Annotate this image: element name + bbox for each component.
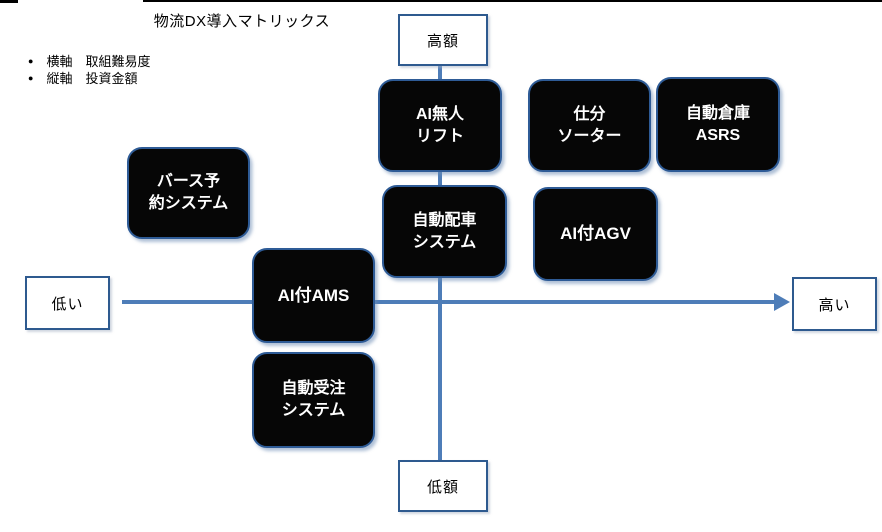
- matrix-node-berth-reservation-system: バース予 約システム: [127, 147, 250, 239]
- node-label-line: 仕分: [573, 105, 606, 123]
- matrix-node-auto-dispatch-system: 自動配車 システム: [382, 185, 507, 278]
- top-border-line: [143, 0, 882, 2]
- node-label-line: AI付AMS: [277, 285, 350, 305]
- node-label-line: 自動倉庫: [685, 104, 750, 122]
- bullet-icon: ●: [28, 55, 34, 66]
- axis-label-low-amount: 低額: [398, 460, 488, 512]
- node-label-line: ソーター: [557, 127, 622, 145]
- node-label-line: リフト: [415, 127, 464, 145]
- node-label-line: ASRS: [695, 126, 741, 144]
- legend: ● 横軸 取組難易度 ● 縦軸 投資金額: [28, 52, 150, 86]
- node-label-line: 自動配車: [412, 211, 477, 229]
- node-label-line: 約システム: [148, 195, 229, 212]
- matrix-node-ai-agv: AI付AGV: [533, 187, 658, 281]
- matrix-node-ai-ams: AI付AMS: [252, 248, 375, 343]
- matrix-node-auto-order-system: 自動受注 システム: [252, 352, 375, 448]
- axis-label-high-difficulty: 高い: [792, 277, 877, 331]
- legend-item-label: 横軸 取組難易度: [46, 54, 151, 69]
- page-title: 物流DX導入マトリックス: [153, 13, 331, 30]
- legend-item-horizontal-axis: ● 横軸 取組難易度: [28, 52, 150, 69]
- axis-label-high-amount: 高額: [398, 14, 488, 66]
- node-label-line: AI無人: [415, 105, 464, 123]
- node-label-line: AI付AGV: [560, 224, 631, 243]
- node-label-line: システム: [412, 233, 477, 251]
- node-label-line: バース予: [156, 173, 221, 190]
- legend-item-vertical-axis: ● 縦軸 投資金額: [28, 69, 150, 86]
- legend-item-label: 縦軸 投資金額: [46, 71, 138, 86]
- matrix-node-ai-unmanned-forklift: AI無人 リフト: [378, 79, 502, 172]
- matrix-node-sorting-sorter: 仕分 ソーター: [528, 79, 651, 172]
- matrix-node-automated-warehouse-asrs: 自動倉庫 ASRS: [656, 77, 780, 172]
- horizontal-axis-line: [122, 300, 776, 304]
- horizontal-axis-arrowhead-icon: [774, 293, 790, 311]
- node-label-line: システム: [281, 402, 346, 419]
- axis-label-low-difficulty: 低い: [25, 276, 110, 330]
- bullet-icon: ●: [28, 72, 34, 83]
- node-label-line: 自動受注: [281, 380, 346, 397]
- top-left-line-fragment: [0, 0, 18, 3]
